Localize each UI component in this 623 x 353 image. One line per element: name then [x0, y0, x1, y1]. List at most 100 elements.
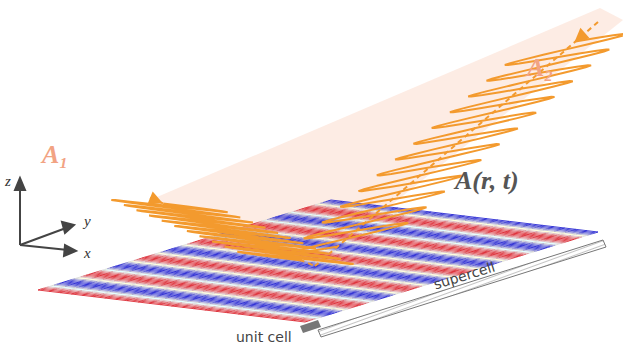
lattice-line	[461, 263, 464, 265]
lattice-line	[191, 304, 194, 306]
lattice-line	[175, 289, 178, 291]
lattice-line	[426, 245, 429, 247]
lattice-line	[261, 263, 264, 265]
lattice-line	[280, 314, 283, 316]
lattice-line	[308, 291, 311, 293]
lattice-line	[252, 289, 255, 291]
lattice-line	[404, 267, 407, 269]
lattice-line	[295, 305, 298, 307]
lattice-line	[360, 290, 363, 292]
lattice-line	[266, 290, 269, 292]
lattice-line	[267, 275, 270, 277]
lattice-line	[410, 274, 413, 276]
lattice-line	[391, 247, 394, 249]
lattice-line	[520, 245, 523, 247]
lattice-line	[370, 282, 373, 284]
lattice-line	[392, 232, 395, 234]
lattice-line	[244, 287, 247, 289]
lattice-line	[333, 269, 336, 271]
lattice-line	[384, 258, 387, 260]
lattice-line	[457, 222, 460, 224]
lattice-line	[498, 223, 501, 225]
lattice-line	[375, 223, 378, 225]
lattice-line	[428, 231, 431, 233]
lattice-line	[486, 241, 489, 243]
lattice-line	[435, 271, 438, 273]
lattice-line	[334, 307, 337, 309]
lattice-line	[479, 224, 482, 226]
lattice-line	[347, 270, 350, 272]
lattice-line	[171, 295, 174, 297]
lattice-line	[255, 284, 258, 286]
lattice-line	[167, 287, 170, 289]
lattice-line	[229, 306, 232, 308]
lattice-line	[127, 299, 130, 301]
lattice-line	[463, 258, 466, 260]
lattice-line	[350, 278, 353, 280]
lattice-line	[489, 240, 492, 242]
lattice-line	[274, 287, 277, 289]
lattice-line	[431, 235, 434, 237]
lattice-line	[461, 230, 464, 232]
lattice-line	[435, 252, 438, 254]
lattice-line	[455, 256, 458, 258]
lattice-line	[459, 264, 462, 266]
lattice-line	[427, 250, 430, 252]
lattice-line	[325, 305, 328, 307]
lattice-line	[376, 266, 379, 268]
lattice-line	[368, 292, 371, 294]
lattice-line	[351, 288, 354, 290]
lattice-line	[259, 278, 262, 280]
lattice-line	[447, 234, 450, 236]
lattice-line	[362, 289, 365, 291]
lattice-line	[431, 268, 434, 270]
lattice-line	[287, 283, 290, 285]
lattice-line	[258, 288, 261, 290]
lattice-line	[284, 299, 287, 301]
lattice-line	[219, 281, 222, 283]
lattice-line	[376, 237, 379, 239]
lattice-line	[441, 255, 444, 257]
lattice-line	[434, 214, 437, 216]
lattice-line	[390, 266, 393, 268]
lattice-line	[374, 243, 377, 245]
lattice-line	[294, 291, 297, 293]
lattice-line	[278, 296, 281, 298]
lattice-line	[333, 298, 336, 300]
lattice-line	[352, 301, 355, 303]
lattice-line	[449, 253, 452, 255]
lattice-line	[383, 273, 386, 275]
lattice-line	[521, 226, 524, 228]
lattice-line	[357, 262, 360, 264]
lattice-line	[504, 222, 507, 224]
lattice-line	[337, 311, 340, 313]
lattice-line	[235, 285, 238, 287]
lattice-line	[344, 304, 347, 306]
lattice-line	[130, 299, 133, 301]
lattice-line	[476, 249, 479, 251]
lattice-line	[338, 268, 341, 270]
lattice-line	[320, 302, 323, 304]
lattice-line	[337, 287, 340, 289]
lattice-line	[251, 304, 254, 306]
lattice-line	[539, 249, 542, 251]
lattice-line	[510, 258, 513, 260]
lattice-line	[281, 271, 284, 273]
lattice-line	[290, 278, 293, 280]
lattice-line	[413, 273, 416, 275]
lattice-line	[495, 248, 498, 250]
lattice-line	[549, 232, 552, 234]
lattice-line	[421, 242, 424, 244]
lattice-line	[473, 217, 476, 219]
lattice-line	[402, 272, 405, 274]
lattice-line	[421, 247, 424, 249]
lattice-line	[272, 297, 275, 299]
lattice-line	[585, 235, 588, 237]
lattice-line	[398, 292, 401, 294]
lattice-line	[389, 285, 392, 287]
lattice-line	[356, 253, 359, 255]
lattice-line	[170, 291, 173, 293]
lattice-line	[414, 259, 417, 261]
lattice-line	[398, 259, 401, 261]
lattice-line	[258, 264, 261, 266]
